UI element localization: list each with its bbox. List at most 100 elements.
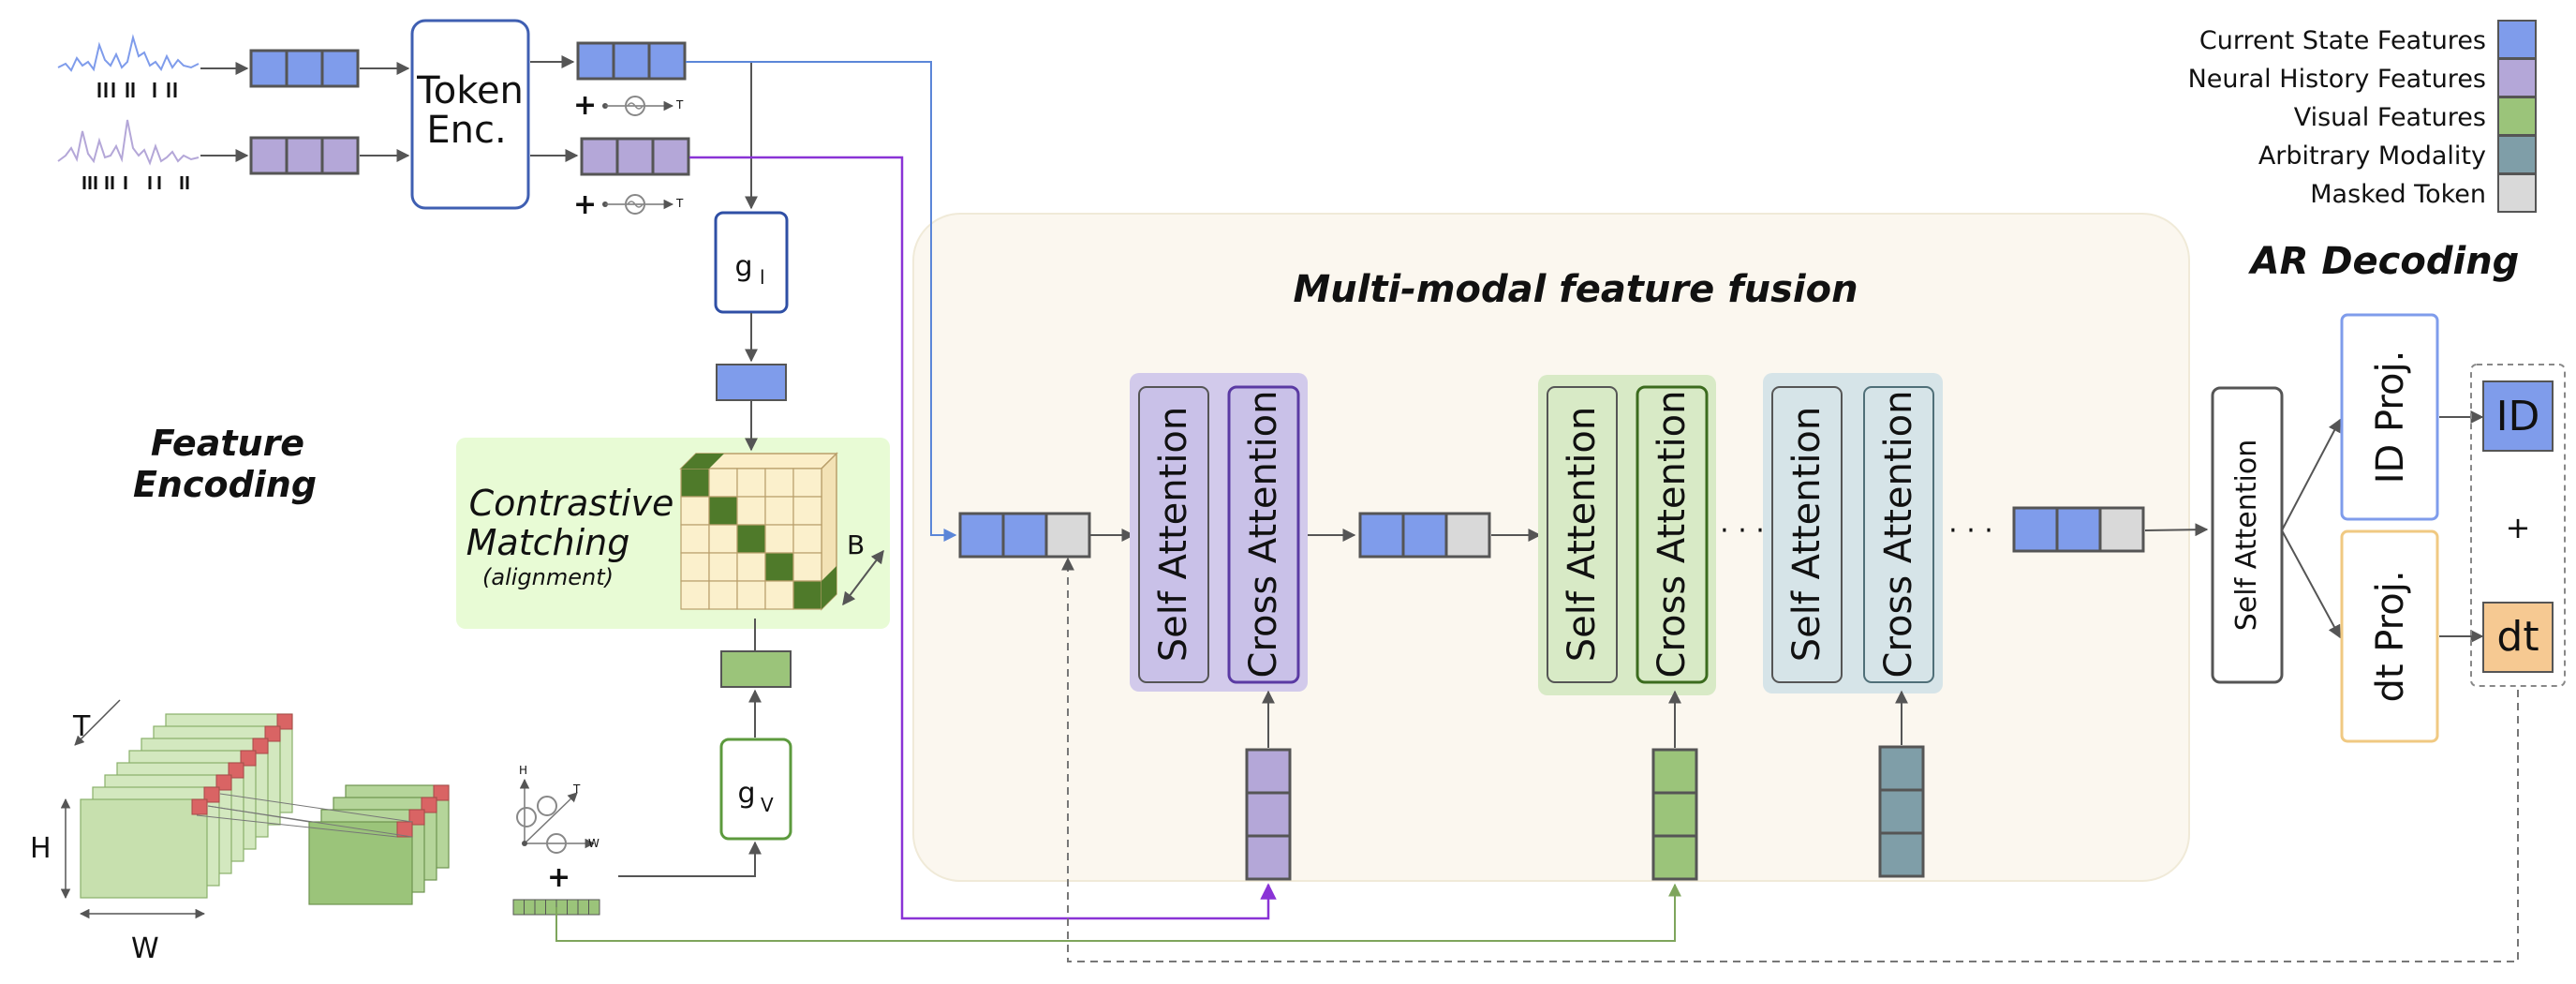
current-feature-route xyxy=(686,61,957,542)
visual-condition-token xyxy=(1651,748,1698,881)
plus-sign: + xyxy=(547,861,570,894)
dt-projection-box xyxy=(2340,529,2439,743)
self-attention-3 xyxy=(1771,386,1843,683)
ellipsis-2: · · · xyxy=(1948,514,1993,547)
gl-projection-box xyxy=(714,211,789,314)
dt-output-label: dt xyxy=(2496,613,2539,661)
similarity-matrix xyxy=(679,452,838,611)
raw-current-token xyxy=(249,49,360,88)
patch-stack-patch xyxy=(421,797,437,813)
decoder-self-attention-label: Self Attention xyxy=(2230,440,2263,631)
query-token-input xyxy=(958,512,1091,559)
autoregressive-feedback xyxy=(1061,557,2519,962)
time-embedding-history: + T xyxy=(573,188,684,221)
arrow-visual-to-gv xyxy=(618,841,762,877)
plus-sign: + xyxy=(573,188,597,221)
raw-history-token xyxy=(249,136,360,175)
time-axis-label: T xyxy=(675,98,684,112)
matrix-cell xyxy=(736,552,766,582)
arrow-to-id-proj xyxy=(2281,418,2341,531)
matrix-cell xyxy=(708,468,738,498)
legend-swatch-masked xyxy=(2497,173,2537,213)
frame-patch xyxy=(276,713,293,730)
cross-attention-2 xyxy=(1636,385,1709,684)
positional-embedding-glyph: H T W + xyxy=(516,764,600,894)
gl-output-token xyxy=(716,364,787,401)
legend-label-visual: Visual Features xyxy=(2294,103,2486,132)
dt-output-box xyxy=(2482,602,2554,673)
pos-axis-t: T xyxy=(572,783,581,796)
frame-patch xyxy=(191,798,208,815)
query-token-output xyxy=(2012,506,2145,553)
id-projection-label: ID Proj. xyxy=(2369,350,2412,485)
visual-pos-token-cell xyxy=(512,899,525,916)
gv-subscript: V xyxy=(761,794,774,816)
matrix-cell xyxy=(680,496,710,526)
history-condition-token xyxy=(1245,748,1292,881)
frame-patch xyxy=(252,738,269,754)
time-embedding-current: + T xyxy=(573,89,684,122)
neural-trace-history xyxy=(57,119,200,189)
query-token-mid xyxy=(1358,512,1491,559)
cross-attention-2-label: Cross Attention xyxy=(1651,391,1694,678)
ellipsis-1: · · · xyxy=(1720,514,1765,547)
axis-t-arrow xyxy=(74,699,121,746)
matrix-diagonal-cell xyxy=(680,468,710,498)
visual-pos-token-cell xyxy=(588,899,600,916)
matrix-cell xyxy=(680,524,710,554)
encoded-history-token xyxy=(580,137,690,176)
pos-axis-w: W xyxy=(588,837,600,850)
contrastive-subtitle: (alignment) xyxy=(482,564,614,590)
self-attention-1 xyxy=(1138,386,1209,683)
matrix-cell xyxy=(736,468,766,498)
matrix-cell xyxy=(708,580,738,610)
feature-encoding-title-2: Encoding xyxy=(133,464,317,505)
arrow-to-dt-proj xyxy=(2281,529,2341,639)
dt-projection-label: dt Proj. xyxy=(2369,570,2412,702)
decoder-self-attention xyxy=(2211,386,2284,684)
patch-stack-patch xyxy=(433,784,450,801)
matrix-diagonal-top xyxy=(681,454,724,469)
id-output-label: ID xyxy=(2496,393,2540,440)
time-axis-label: T xyxy=(675,197,684,210)
cross-attention-3 xyxy=(1863,386,1934,683)
frame-patch xyxy=(264,725,281,742)
patch-stack-patch xyxy=(408,809,425,826)
history-feature-route xyxy=(689,156,1277,920)
self-attention-1-label: Self Attention xyxy=(1152,407,1195,663)
plus-sign: + xyxy=(573,89,597,122)
arbitrary-condition-token xyxy=(1878,745,1925,878)
matrix-cell xyxy=(792,524,822,554)
cross-attention-3-label: Cross Attention xyxy=(1877,391,1920,678)
cross-attention-1 xyxy=(1227,385,1300,684)
matrix-diagonal-cell xyxy=(792,580,822,610)
fusion-title: Multi-modal feature fusion xyxy=(1293,268,1858,311)
patch-projection-line xyxy=(219,793,413,823)
matrix-cell xyxy=(680,552,710,582)
gl-label: g xyxy=(734,250,752,283)
legend-label-arbitrary: Arbitrary Modality xyxy=(2258,142,2486,171)
visual-pos-token-cell xyxy=(545,899,557,916)
matrix-cell xyxy=(736,496,766,526)
visual-pos-token-strip xyxy=(512,899,600,916)
feature-encoding-title-1: Feature xyxy=(151,423,304,464)
ar-decoding-title: AR Decoding xyxy=(2248,240,2520,283)
matrix-cell xyxy=(764,580,794,610)
token-encoder-label-1: Token xyxy=(416,69,524,112)
legend-swatch-arbitrary xyxy=(2497,135,2537,174)
matrix-cell xyxy=(708,552,738,582)
matrix-diagonal-cell xyxy=(736,524,766,554)
axis-h-label: H xyxy=(30,832,52,865)
visual-pos-token-cell xyxy=(555,899,568,916)
encoded-current-token xyxy=(576,41,687,81)
patch-stack-patch xyxy=(396,821,413,838)
visual-pos-token-cell xyxy=(577,899,589,916)
cross-attention-1-label: Cross Attention xyxy=(1242,391,1285,678)
axis-w-label: W xyxy=(131,932,159,965)
legend-swatch-current xyxy=(2497,20,2537,59)
matrix-cell xyxy=(764,496,794,526)
matrix-cell xyxy=(764,468,794,498)
legend-swatch-history xyxy=(2497,58,2537,97)
